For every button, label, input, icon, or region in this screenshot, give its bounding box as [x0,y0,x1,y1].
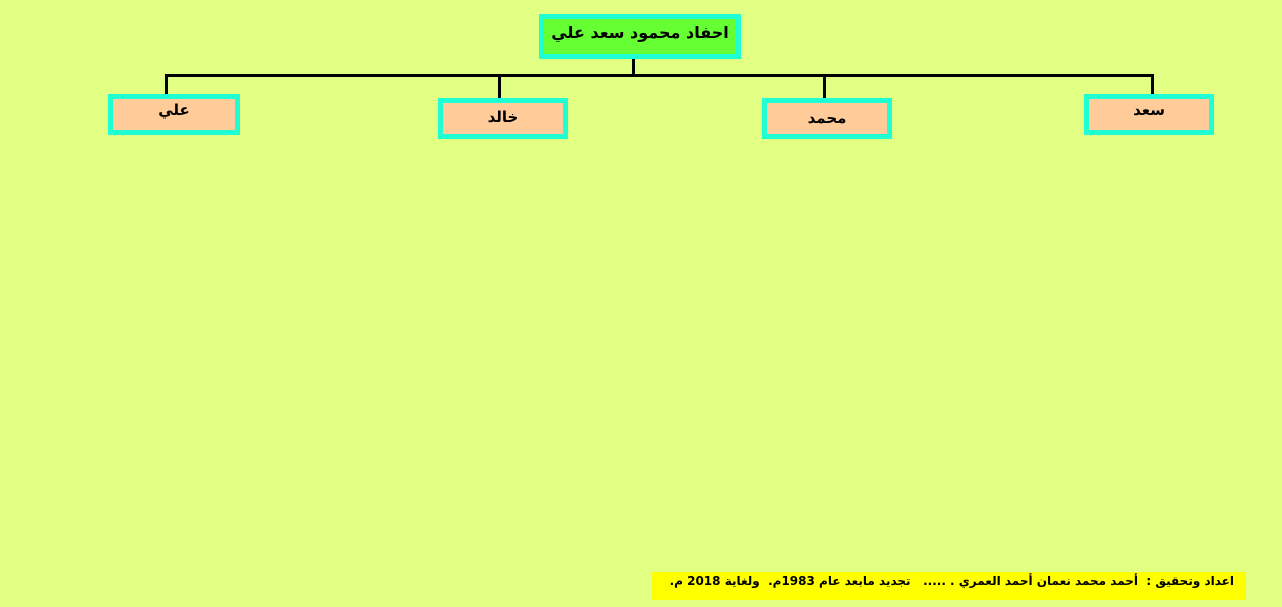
connector-drop-mohammed [823,74,826,102]
connector-drop-sad [1151,74,1154,100]
footer-credit: اعداد وتحقيق : أحمد محمد نعمان أحمد العم… [652,572,1246,600]
child-node-ali: علي [108,94,240,135]
connector-drop-ali [165,74,168,99]
child-node-khalid: خالد [438,98,568,139]
root-node: احفاد محمود سعد علي [539,14,741,59]
connector-root-stem [632,58,635,76]
child-node-label: محمد [807,109,847,127]
connector-horizontal-bar [165,74,1154,77]
child-node-label: علي [158,101,190,119]
connector-drop-khalid [498,74,501,101]
child-node-sad: سعد [1084,94,1214,135]
child-node-mohammed: محمد [762,98,892,139]
child-node-label: سعد [1133,101,1165,119]
child-node-label: خالد [487,108,519,126]
root-node-label: احفاد محمود سعد علي [551,23,729,42]
